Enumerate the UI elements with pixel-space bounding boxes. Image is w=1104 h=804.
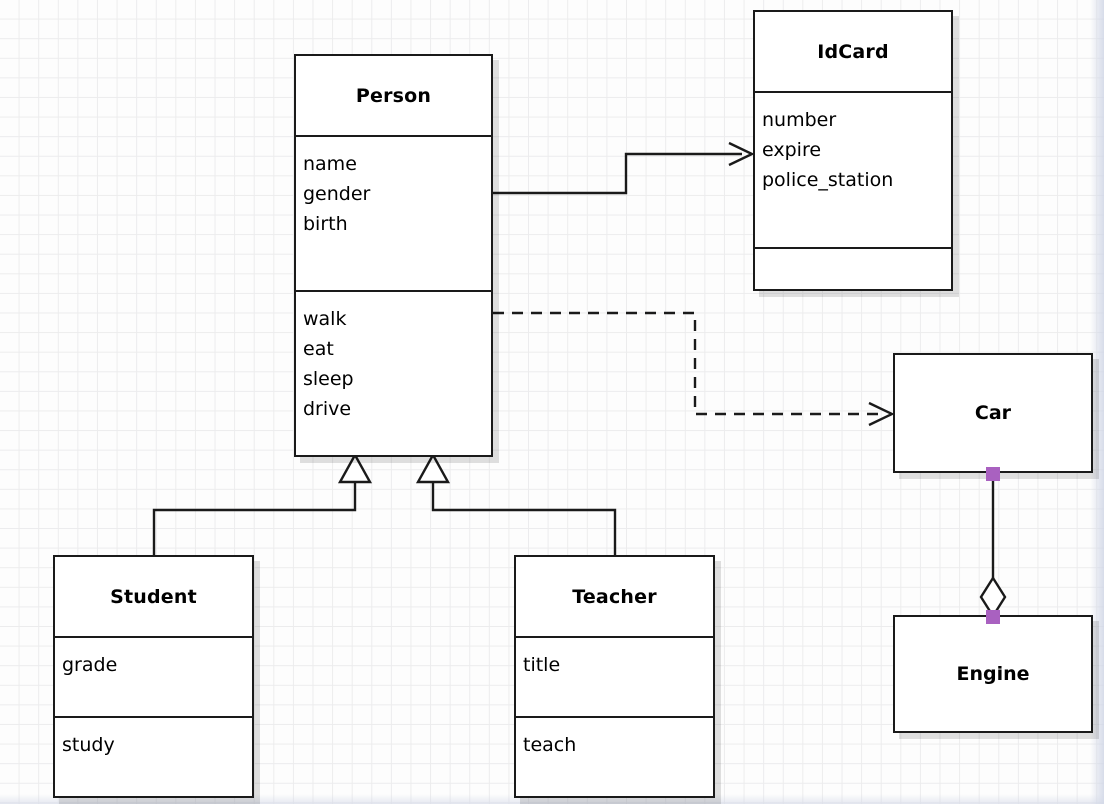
- class-idcard-operations: [755, 247, 951, 289]
- class-idcard[interactable]: IdCard number expire police_station: [753, 10, 953, 291]
- class-student-operations: study: [55, 716, 252, 796]
- class-idcard-attributes: number expire police_station: [755, 91, 951, 247]
- class-person-operations: walk eat sleep drive: [296, 290, 491, 455]
- class-student-title: Student: [55, 557, 252, 636]
- class-student[interactable]: Student grade study: [53, 555, 254, 798]
- edge-person-idcard[interactable]: [493, 141, 755, 195]
- class-teacher-title: Teacher: [516, 557, 713, 636]
- class-student-name: Student: [110, 585, 197, 608]
- class-person[interactable]: Person name gender birth walk eat sleep …: [294, 54, 493, 457]
- class-teacher[interactable]: Teacher title teach: [514, 555, 715, 798]
- class-car[interactable]: Car: [893, 353, 1093, 473]
- class-student-attributes: grade: [55, 636, 252, 716]
- class-teacher-name: Teacher: [572, 585, 657, 608]
- edge-student-person[interactable]: [152, 452, 373, 555]
- class-car-title: Car: [895, 355, 1091, 471]
- class-person-attributes: name gender birth: [296, 135, 491, 290]
- edge-teacher-person[interactable]: [415, 452, 617, 555]
- class-engine-title: Engine: [895, 617, 1091, 731]
- class-person-name: Person: [355, 84, 432, 107]
- class-car-name: Car: [974, 402, 1012, 424]
- edge-person-car[interactable]: [493, 311, 895, 427]
- class-idcard-name: IdCard: [817, 40, 889, 63]
- class-teacher-attributes: title: [516, 636, 713, 716]
- class-teacher-operations: teach: [516, 716, 713, 796]
- class-idcard-title: IdCard: [755, 12, 951, 91]
- class-engine[interactable]: Engine: [893, 615, 1093, 733]
- class-person-title: Person: [296, 56, 491, 135]
- class-engine-name: Engine: [956, 663, 1030, 685]
- edge-car-engine[interactable]: [979, 473, 1007, 619]
